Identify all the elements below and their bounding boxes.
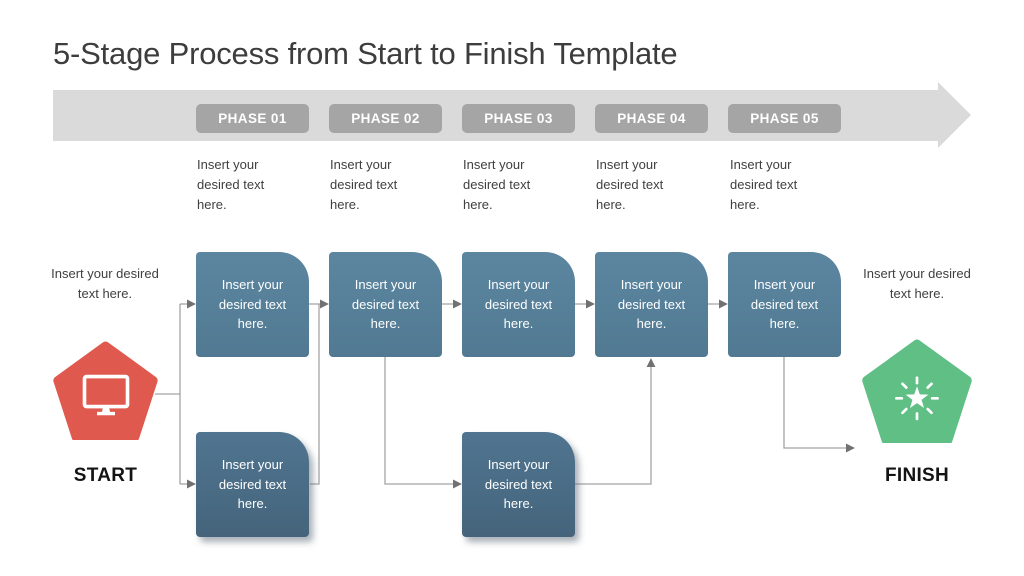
process-box-3-text: Insert your desired text here.: [484, 277, 553, 332]
process-box-5: Insert your desired text here.: [728, 252, 841, 357]
phase-badge-2: PHASE 02: [329, 104, 442, 133]
finish-pentagon: [862, 338, 972, 443]
phase-badge-4: PHASE 04: [595, 104, 708, 133]
process-box-bottom-2: Insert your desired text here.: [462, 432, 575, 537]
process-box-1: Insert your desired text here.: [196, 252, 309, 357]
process-box-1-text: Insert your desired text here.: [218, 277, 287, 332]
phase-description-2: Insert your desired text here.: [330, 157, 398, 213]
process-box-4-text: Insert your desired text here.: [617, 277, 686, 332]
phase-badge-3: PHASE 03: [462, 104, 575, 133]
connector-bottombox2-to-box4: [575, 358, 656, 485]
process-box-5-text: Insert your desired text here.: [750, 277, 819, 332]
phase-description-4: Insert your desired text here.: [596, 157, 664, 213]
phase-description-1: Insert your desired text here.: [197, 157, 265, 213]
process-box-bottom-1-text: Insert your desired text here.: [218, 457, 287, 512]
start-pentagon: [53, 340, 158, 440]
monitor-icon: [82, 374, 129, 416]
page-title: 5-Stage Process from Start to Finish Tem…: [53, 36, 678, 71]
timeline-arrowhead: [938, 82, 971, 148]
connector-box2-to-bottombox2: [384, 357, 462, 489]
phase-badge-1: PHASE 01: [196, 104, 309, 133]
phase-description-3: Insert your desired text here.: [463, 157, 531, 213]
phase-badge-5: PHASE 05: [728, 104, 841, 133]
finish-caption: Insert your desired text here.: [863, 266, 971, 302]
start-label: START: [73, 465, 138, 486]
process-box-bottom-1: Insert your desired text here.: [196, 432, 309, 537]
process-box-2: Insert your desired text here.: [329, 252, 442, 357]
sparkle-star-icon: [895, 375, 939, 420]
connector-bottombox1-to-box2: [310, 304, 320, 485]
process-box-4: Insert your desired text here.: [595, 252, 708, 357]
start-caption: Insert your desired text here.: [51, 266, 159, 302]
finish-label: FINISH: [884, 465, 950, 486]
process-box-bottom-2-text: Insert your desired text here.: [484, 457, 553, 512]
process-box-3: Insert your desired text here.: [462, 252, 575, 357]
connector-box5-to-finish: [783, 357, 855, 453]
process-box-2-text: Insert your desired text here.: [351, 277, 420, 332]
phase-description-5: Insert your desired text here.: [730, 157, 798, 213]
